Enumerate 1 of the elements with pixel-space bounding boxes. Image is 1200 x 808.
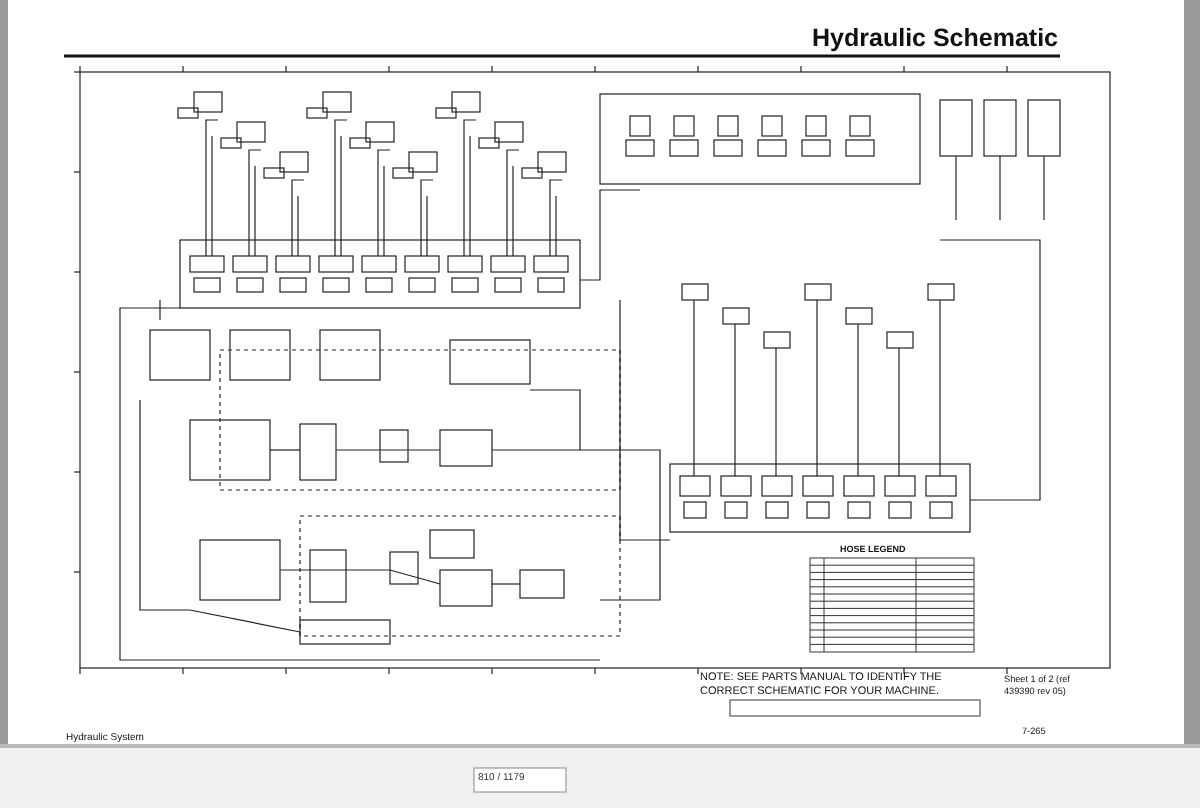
page-title: Hydraulic Schematic (812, 24, 1058, 52)
